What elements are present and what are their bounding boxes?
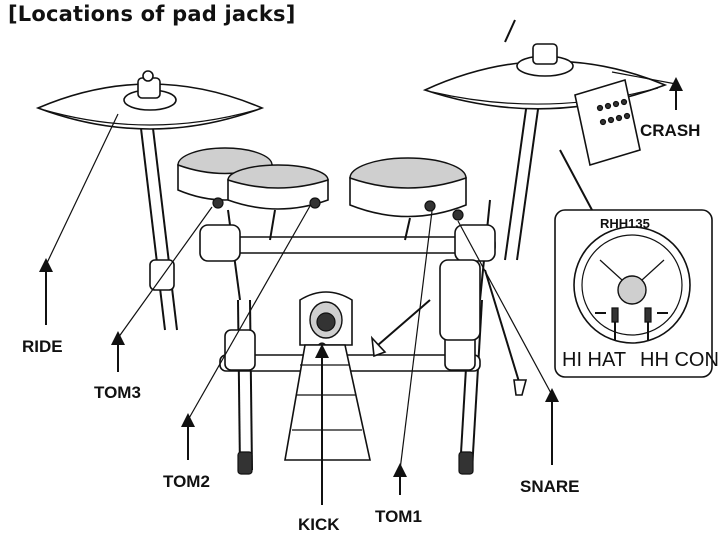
- label-kick: KICK: [298, 515, 340, 534]
- snare-hardware: [370, 259, 528, 396]
- label-tom1: TOM1: [375, 507, 422, 526]
- tom2-pad: [227, 164, 329, 241]
- label-hhcon: HH CON: [640, 349, 719, 371]
- kick-pad: [284, 291, 371, 461]
- hihat-inset: [554, 209, 713, 378]
- callout-lines: [39, 71, 683, 505]
- label-snare: SNARE: [520, 477, 580, 496]
- page-title: [Locations of pad jacks]: [8, 2, 296, 26]
- crash-cymbal: [422, 19, 668, 261]
- tom1-pad: [349, 157, 467, 241]
- inset-model-label: RHH135: [600, 216, 650, 231]
- snare-jack: [452, 209, 464, 221]
- label-tom3: TOM3: [94, 383, 141, 402]
- ride-cymbal: [35, 70, 265, 331]
- label-tom2: TOM2: [163, 472, 210, 491]
- label-ride: RIDE: [22, 337, 63, 356]
- label-crash: CRASH: [640, 121, 700, 140]
- label-hihat: HI HAT: [562, 349, 626, 371]
